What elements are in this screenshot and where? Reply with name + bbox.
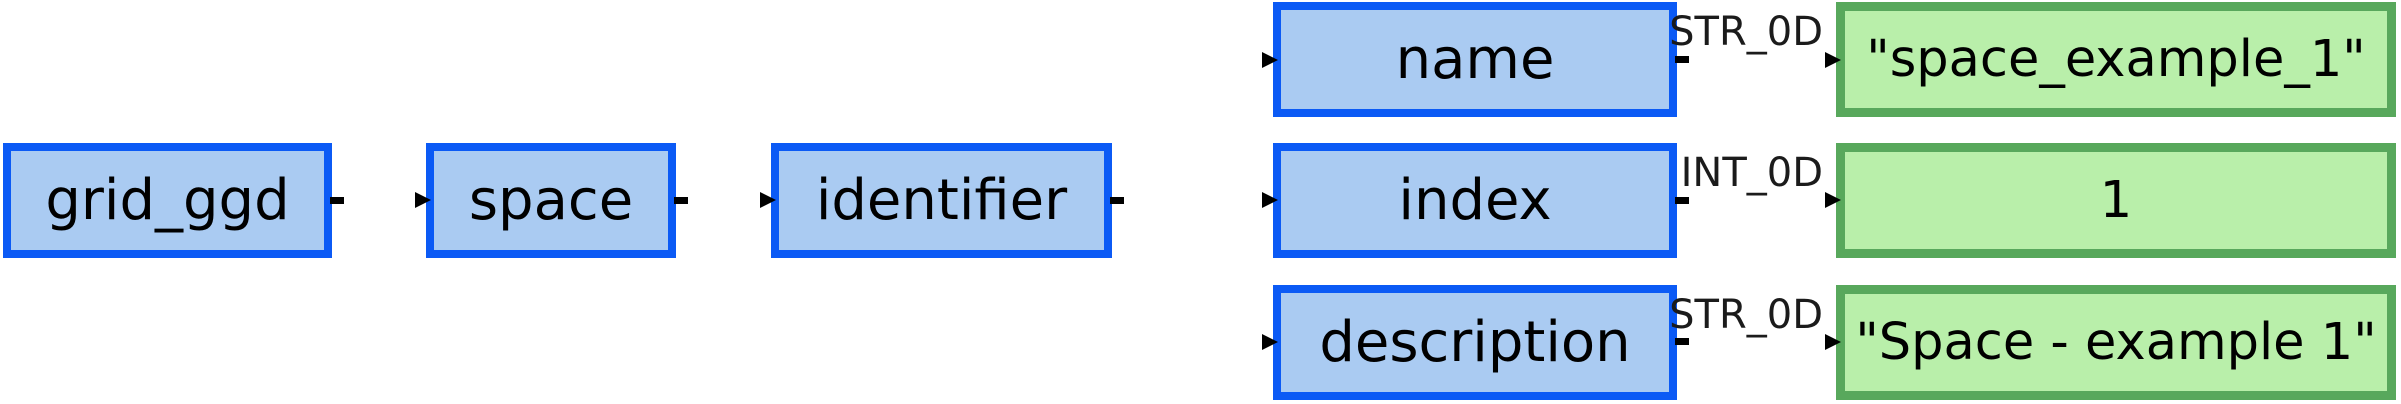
type-label-description: STR_0D bbox=[1669, 292, 1823, 338]
type-label-index: INT_0D bbox=[1680, 150, 1823, 196]
node-name-label: name bbox=[1395, 26, 1555, 92]
edge-stub-space-out bbox=[674, 197, 688, 204]
value-index: 1 bbox=[1836, 143, 2396, 258]
node-identifier-label: identifier bbox=[815, 167, 1068, 233]
edge-stub-index-out bbox=[1675, 197, 1689, 204]
value-name: "space_example_1" bbox=[1836, 2, 2396, 117]
value-name-text: "space_example_1" bbox=[1866, 30, 2366, 89]
node-identifier: identifier bbox=[771, 143, 1112, 258]
node-grid-ggd: grid_ggd bbox=[3, 143, 332, 258]
node-space: space bbox=[426, 143, 676, 258]
edge-stub-identifier-out bbox=[1110, 197, 1124, 204]
node-description-label: description bbox=[1319, 309, 1631, 375]
type-label-name: STR_0D bbox=[1669, 9, 1823, 55]
edge-stub-description-out bbox=[1675, 338, 1689, 345]
value-description-text: "Space - example 1" bbox=[1855, 313, 2377, 372]
node-index: index bbox=[1273, 143, 1677, 258]
node-description: description bbox=[1273, 285, 1677, 400]
node-space-label: space bbox=[468, 167, 634, 233]
value-index-text: 1 bbox=[2099, 171, 2133, 230]
edge-stub-grid-ggd-out bbox=[330, 197, 344, 204]
edge-stub-name-out bbox=[1675, 56, 1689, 63]
node-grid-ggd-label: grid_ggd bbox=[45, 167, 290, 233]
node-name: name bbox=[1273, 2, 1677, 117]
node-index-label: index bbox=[1398, 167, 1552, 233]
value-description: "Space - example 1" bbox=[1836, 285, 2396, 400]
